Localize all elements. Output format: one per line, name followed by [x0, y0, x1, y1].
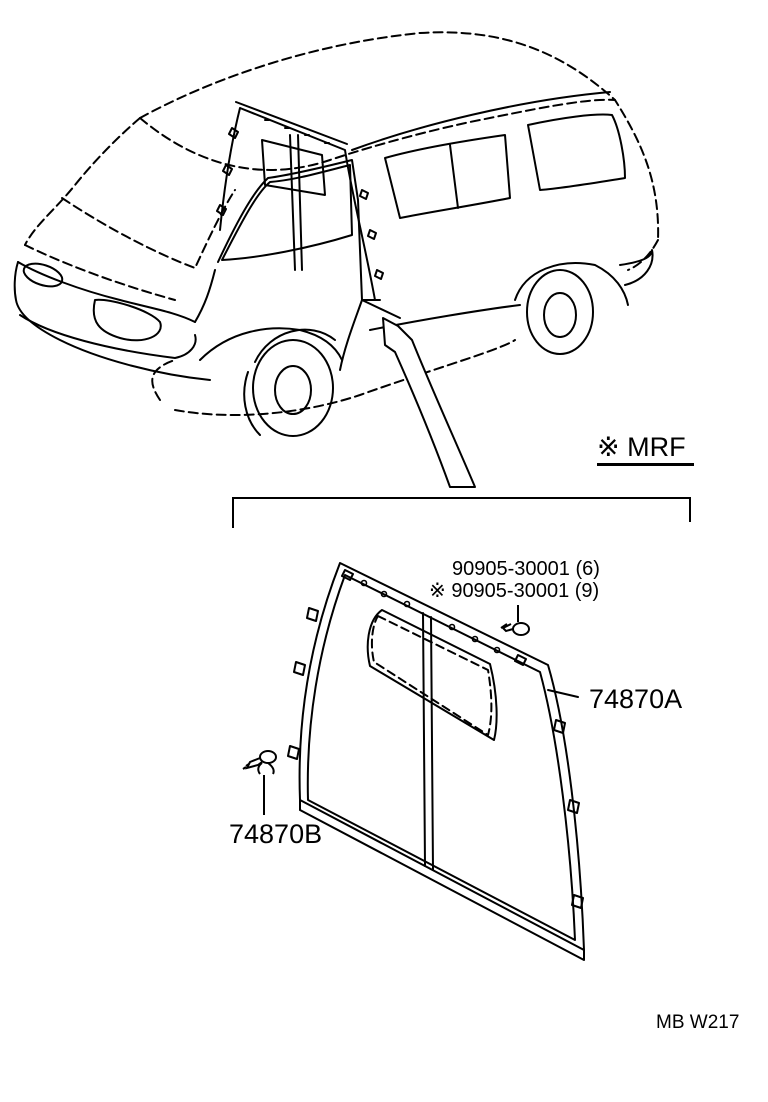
van-side-window-rear	[527, 113, 626, 191]
van-rear-panel	[627, 239, 659, 271]
van-front-body	[194, 269, 343, 361]
van-side-upper-line	[351, 91, 611, 151]
van-lower-dash	[151, 339, 516, 416]
panel-edge-clips	[287, 569, 584, 909]
van-rear-bumper	[619, 249, 654, 286]
van-illustration	[13, 31, 660, 437]
van-partition-top-rail	[235, 101, 348, 145]
clip-74870B-icon	[242, 750, 277, 815]
part-number-clip: 74870B	[229, 819, 323, 849]
footer-diagram-code: MB W217	[656, 1012, 740, 1033]
panel-bottom-rail	[299, 799, 585, 961]
callout-arrow	[382, 317, 476, 488]
van-rear-wheel	[526, 269, 594, 355]
van-front-fascia	[13, 261, 211, 381]
detail-bracket	[232, 497, 691, 528]
van-b-pillar-lower	[339, 299, 381, 371]
van-hood	[24, 244, 176, 301]
screw-90905-icon	[500, 605, 530, 636]
van-roof-inner-line	[139, 98, 616, 171]
variant-badge-underline	[597, 463, 694, 466]
van-partition-window	[261, 139, 326, 196]
panel-center-bar-left	[422, 612, 426, 867]
van-roof-front-edge	[24, 117, 141, 246]
panel-leader-line	[547, 689, 579, 698]
variant-badge: ※ MRF	[597, 432, 694, 470]
partition-panel-detail	[287, 562, 585, 961]
van-side-window-divider	[449, 144, 459, 209]
van-side-window-middle	[384, 134, 511, 219]
van-partition-bar	[289, 134, 303, 271]
van-rear-wheel-hub	[543, 292, 577, 338]
van-rear-fender	[514, 262, 629, 306]
part-number-screw-1: 90905-30001 (6)	[452, 558, 600, 580]
panel-window	[370, 615, 493, 736]
van-front-door-frame	[217, 159, 363, 301]
van-front-fender	[243, 371, 261, 436]
van-front-wheel-hub	[274, 365, 312, 415]
van-headlight-right	[92, 298, 162, 342]
part-number-screw-2: ※ 90905-30001 (9)	[429, 580, 600, 602]
van-front-door-window	[221, 164, 353, 261]
panel-window-frame	[366, 609, 498, 741]
panel-inner-border	[306, 574, 576, 941]
van-partition-clips	[216, 119, 384, 280]
van-front-fascia-upper	[17, 261, 196, 323]
van-front-wheel	[252, 339, 334, 437]
panel-top-holes	[360, 579, 501, 654]
variant-badge-label: ※ MRF	[597, 432, 686, 462]
van-front-wheel-arch	[254, 328, 336, 363]
part-number-panel: 74870A	[589, 684, 683, 714]
panel-center-bar-right	[430, 616, 434, 871]
van-bumper	[19, 314, 197, 359]
van-windshield	[61, 189, 236, 269]
van-roof-outline	[139, 31, 660, 241]
van-headlight-left	[22, 262, 64, 288]
panel-outer-border	[298, 562, 585, 951]
